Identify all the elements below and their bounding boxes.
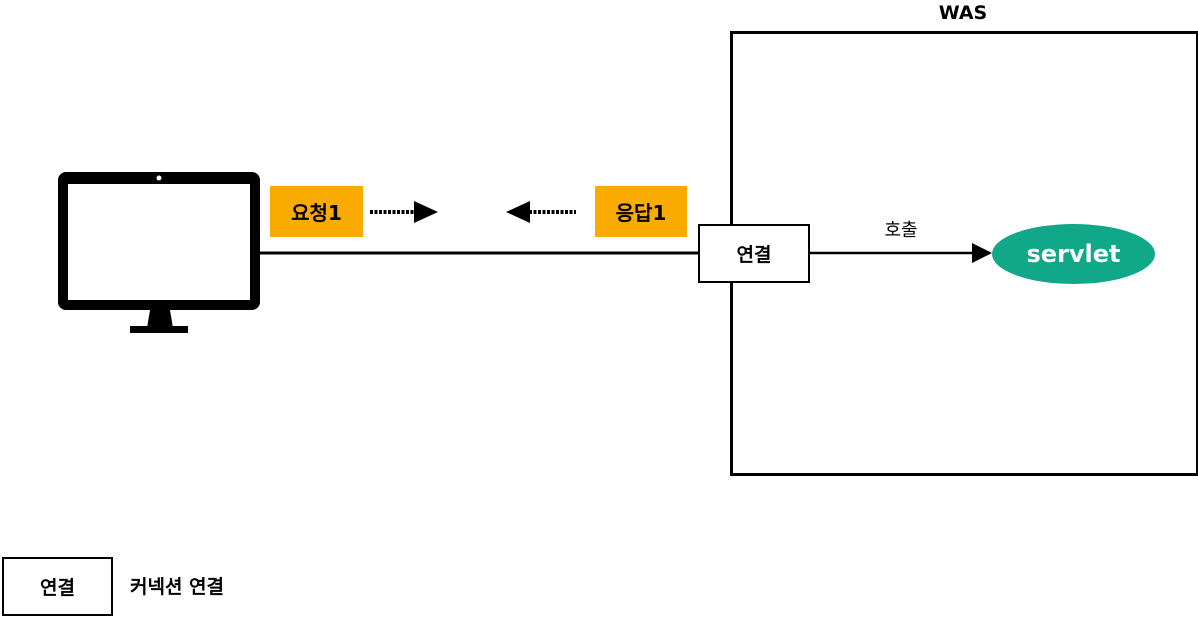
monitor-icon	[58, 172, 260, 333]
was-title: WAS	[938, 2, 988, 24]
response-tag: 응답1	[595, 186, 687, 237]
legend-connection-box: 연결	[2, 557, 113, 616]
response-arrow	[506, 201, 576, 223]
call-label: 호출	[884, 220, 918, 241]
connection-box: 연결	[698, 224, 810, 283]
servlet-node: servlet	[992, 224, 1155, 284]
legend-description: 커넥션 연결	[130, 576, 225, 598]
request-tag: 요청1	[270, 186, 363, 237]
request-arrow	[370, 201, 438, 223]
